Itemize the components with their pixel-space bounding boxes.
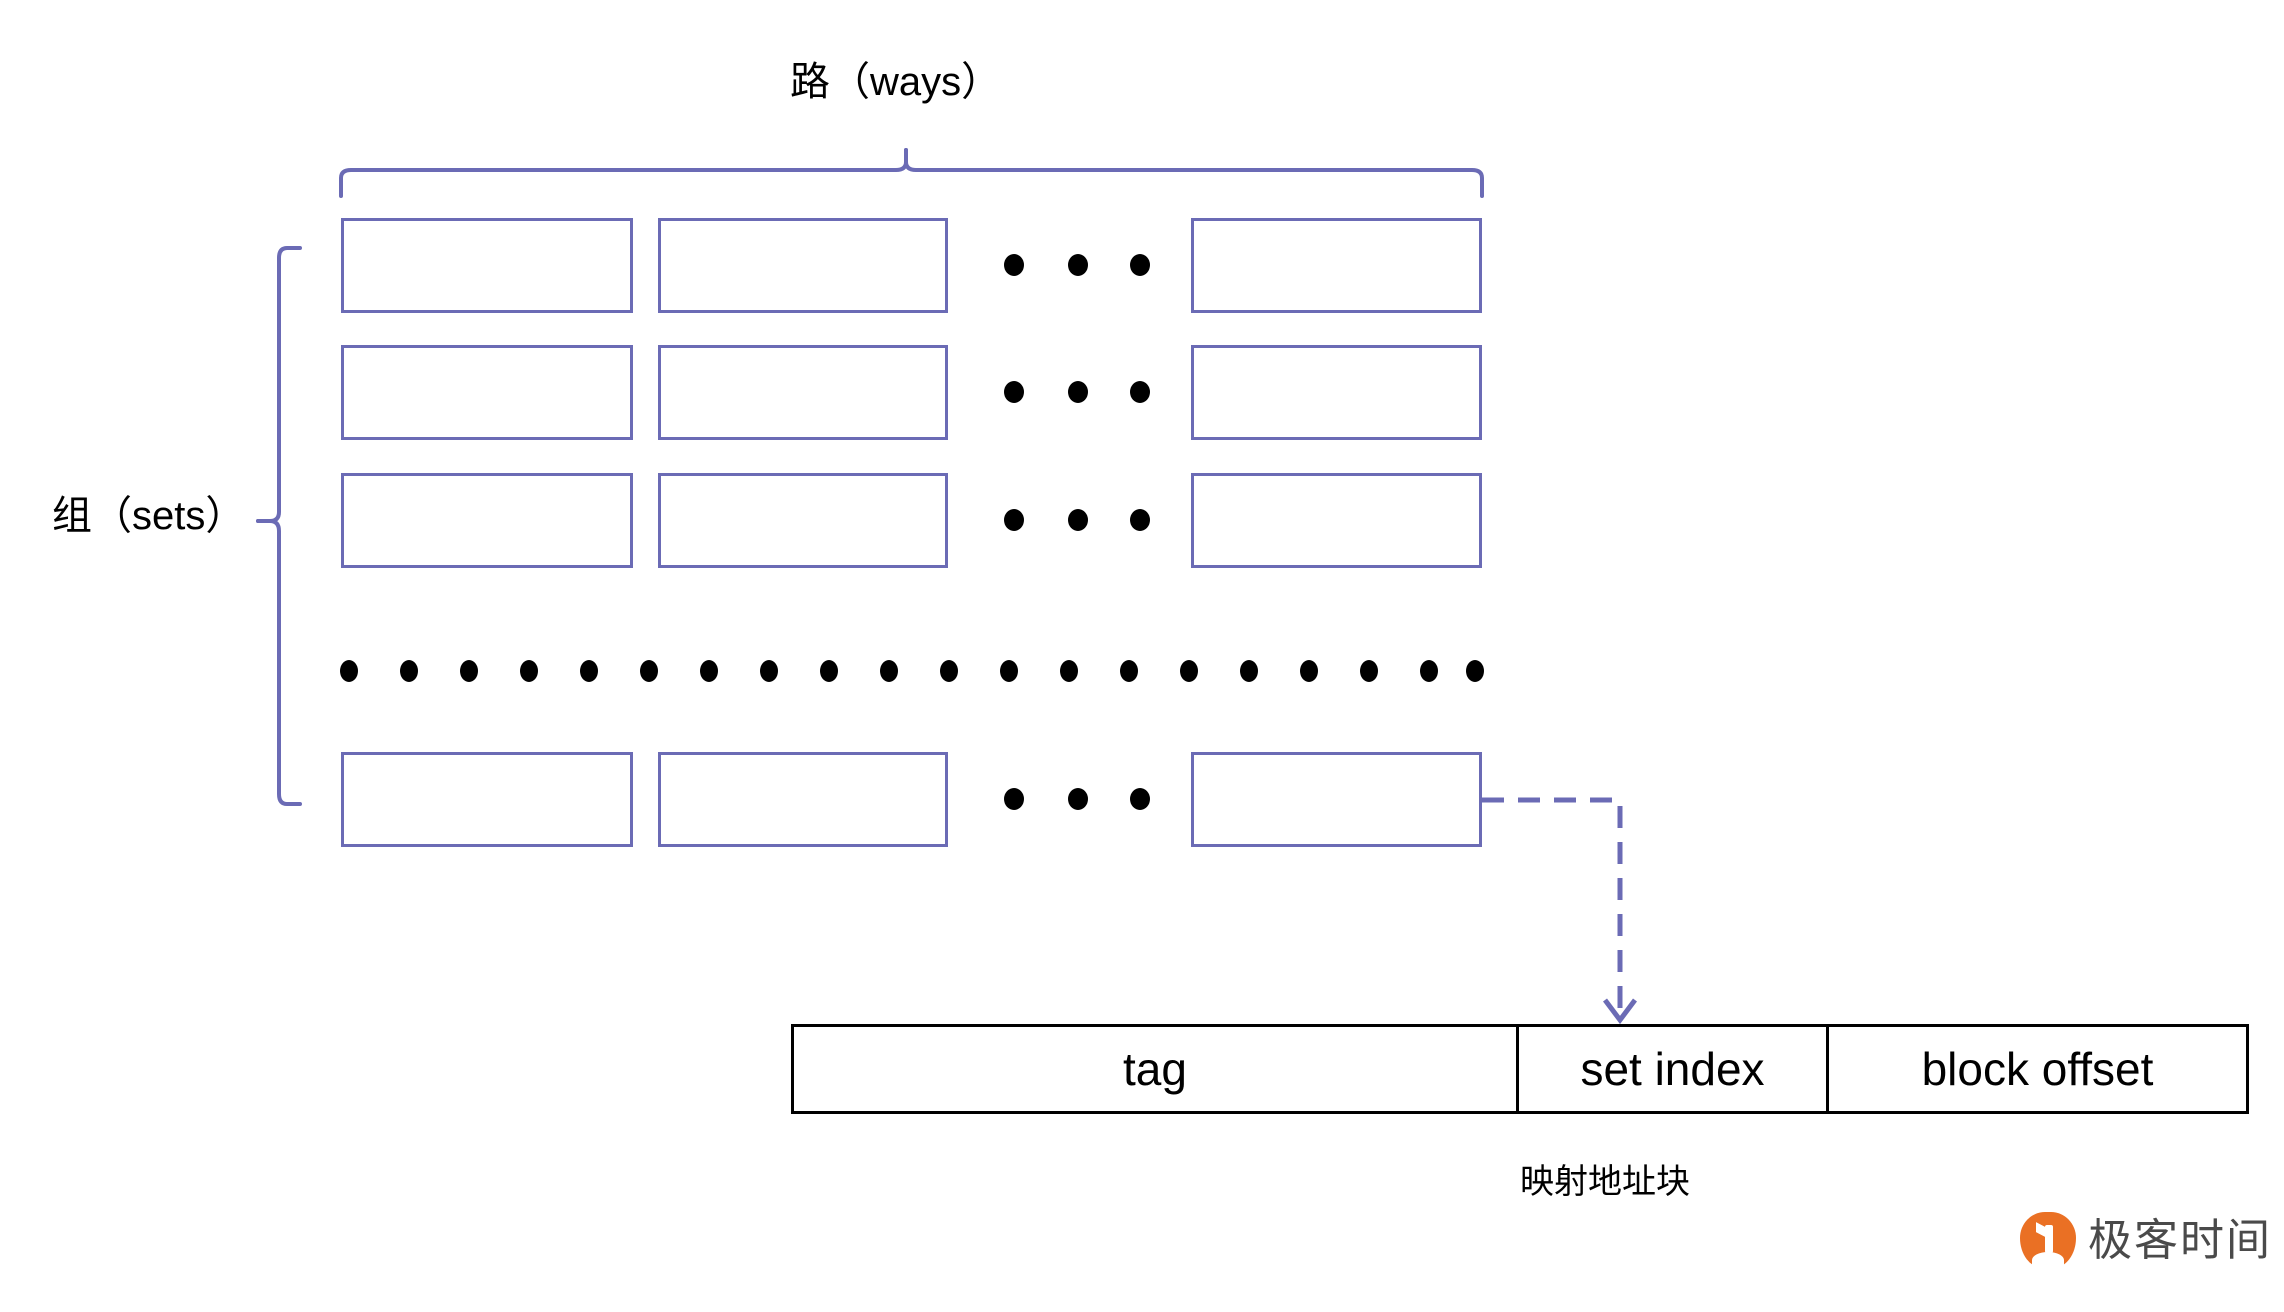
cache-cell[interactable] [658,752,948,847]
cache-cell[interactable] [341,345,633,440]
ways-label: 路（ways） [790,60,1002,104]
cache-cell[interactable] [1191,218,1482,313]
set-index-arrowhead [1603,998,1637,1025]
cache-cell[interactable] [341,218,633,313]
cache-cell-mapped[interactable] [1191,752,1482,847]
address-field-block-offset[interactable]: block offset [1826,1027,2246,1111]
sets-brace [256,246,302,806]
brand-logo: 极客时间 [2020,1212,2272,1270]
cache-cell[interactable] [341,752,633,847]
cache-cell[interactable] [658,218,948,313]
sets-label: 组（sets） [52,494,246,538]
geekbang-logo-icon [2020,1212,2076,1270]
cache-cell[interactable] [1191,345,1482,440]
address-field-tag[interactable]: tag [1123,1043,1187,1095]
set-index-dashed-arrow [1482,797,1623,1010]
address-field-set-index[interactable]: set index [1516,1027,1826,1111]
mapping-address-caption: 映射地址块 [1520,1163,1690,1201]
address-block: tag set index block offset [791,1024,2249,1114]
cache-cell[interactable] [658,473,948,568]
cache-cell[interactable] [341,473,633,568]
ways-brace [339,148,1484,198]
cache-cell[interactable] [658,345,948,440]
brand-name: 极客时间 [2088,1216,2272,1265]
cache-cell[interactable] [1191,473,1482,568]
